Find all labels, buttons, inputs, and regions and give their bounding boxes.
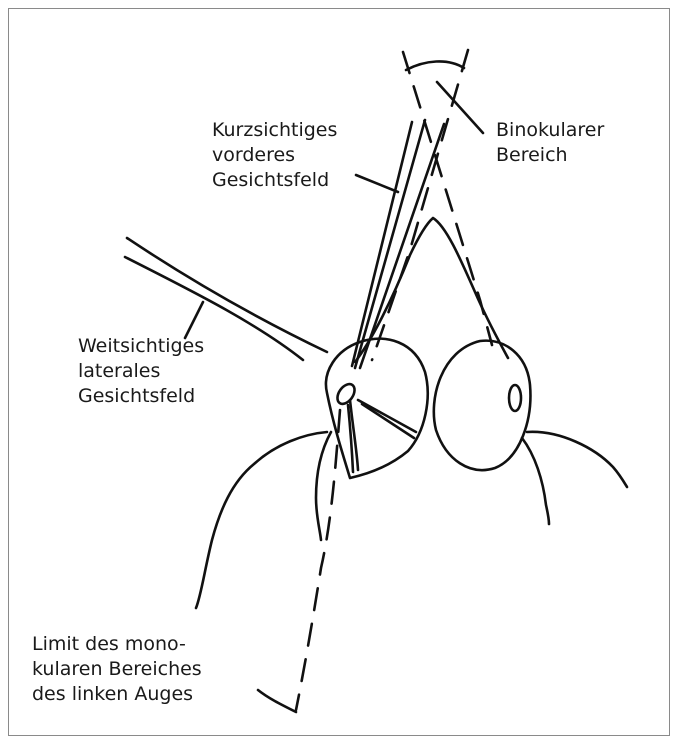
far-sighted-lateral-field-label: Weitsichtiges laterales Gesichtsfeld (78, 334, 204, 409)
binocular-area-label: Binokularer Bereich (496, 118, 604, 168)
left-eye-bulge (326, 339, 428, 478)
short-sighted-front-field-label: Kurzsichtiges vorderes Gesichtsfeld (212, 118, 337, 193)
binocular-arc (406, 61, 464, 70)
front-field-pointer (356, 175, 398, 192)
left-eye-pupil (334, 381, 358, 407)
monocular-limit-dashed (296, 410, 340, 710)
right-eye-bulge (434, 341, 531, 470)
monocular-limit-pointer (258, 690, 296, 712)
eye-inner-line-1 (358, 400, 416, 432)
right-eye-pupil (509, 385, 521, 411)
monocular-limit-label: Limit des mono- kularen Bereiches des li… (32, 632, 202, 707)
neck-left-outer (196, 432, 327, 608)
binocular-dashed-right (372, 50, 468, 360)
eye-inner-line-2 (362, 404, 414, 438)
neck-right-inner (522, 438, 549, 524)
lateral-field-pointer (185, 302, 203, 338)
